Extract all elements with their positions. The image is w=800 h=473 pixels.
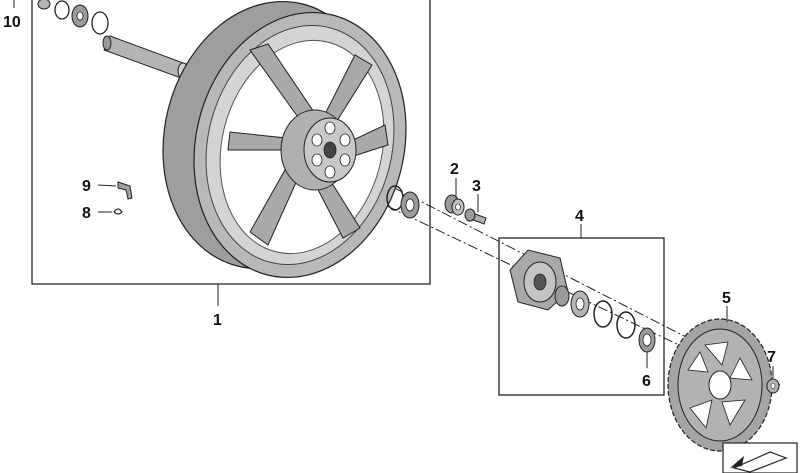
wheel-group-box	[31, 0, 431, 285]
part-5-sprocket	[667, 318, 773, 452]
left-spacer-parts	[37, 0, 109, 35]
callout-1: 1	[213, 312, 222, 329]
callout-6: 6	[642, 373, 651, 390]
callout-2: 2	[450, 161, 459, 178]
callout-5: 5	[722, 290, 731, 307]
callout-3: 3	[472, 178, 481, 195]
callout-9: 9	[82, 178, 91, 195]
callout-10: 10	[3, 14, 21, 31]
part-3-bolt	[464, 208, 487, 225]
sprocket-carrier	[509, 249, 636, 339]
part-6-spacer	[638, 327, 656, 353]
part-2-bushing	[444, 194, 465, 216]
corner-arrow-icon	[722, 442, 798, 473]
callout-7: 7	[767, 349, 776, 366]
rear-wheel	[162, 0, 407, 279]
callout-4: 4	[575, 208, 584, 225]
callout-8: 8	[82, 205, 91, 222]
valve-parts	[113, 181, 133, 215]
part-7-nut	[766, 378, 780, 394]
leader-lines	[13, 0, 774, 378]
axle-tube	[102, 35, 189, 80]
wheel-bearing-rings	[386, 185, 420, 219]
